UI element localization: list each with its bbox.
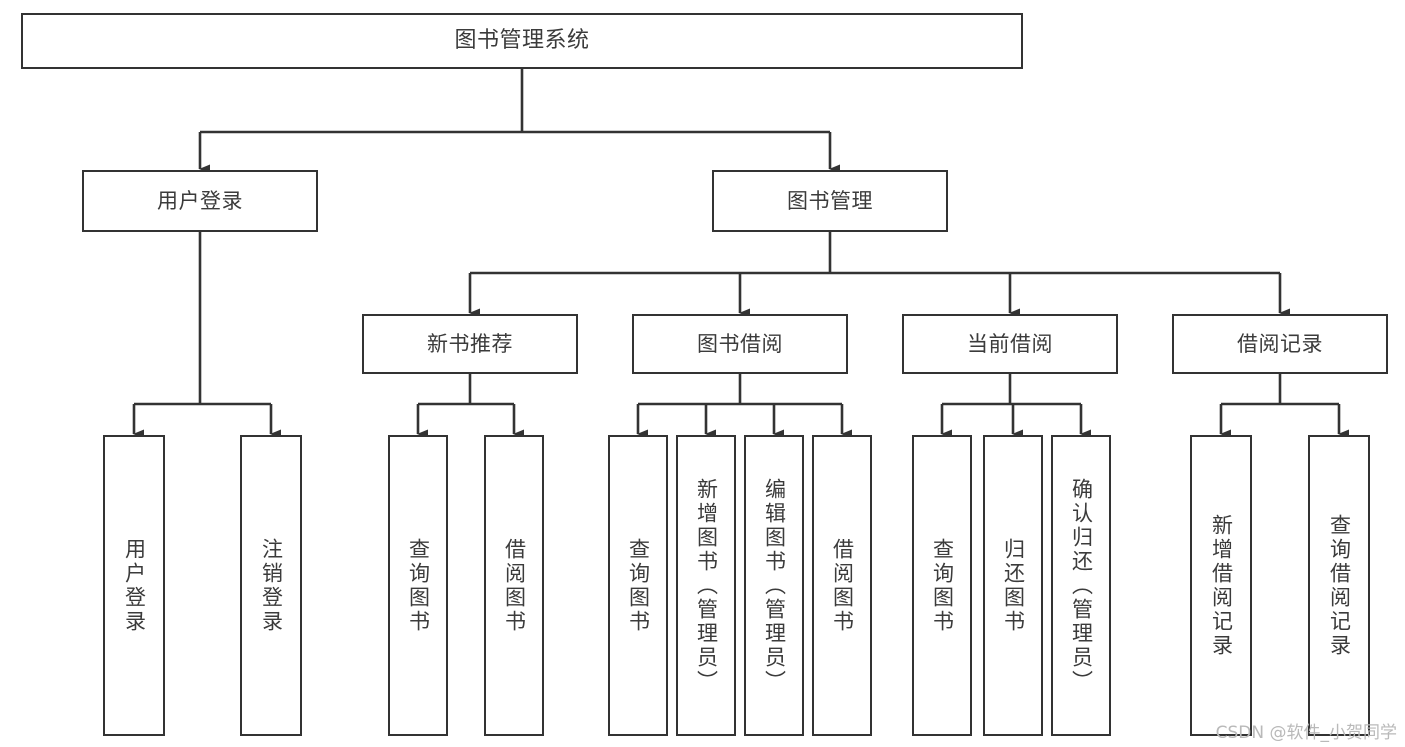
node-box-borrow[interactable]: 图书借阅	[632, 314, 848, 374]
node-label-bookmgmt: 图书管理	[787, 188, 873, 213]
node-label-current: 当前借阅	[967, 331, 1053, 356]
node-box-leaf-3-4[interactable]: 借阅图书	[812, 435, 872, 736]
node-box-bookmgmt[interactable]: 图书管理	[712, 170, 948, 232]
node-label-leaf-3-3: 编辑图书（管理员）	[762, 477, 787, 694]
node-label-login: 用户登录	[157, 188, 243, 213]
node-box-root[interactable]: 图书管理系统	[21, 13, 1023, 69]
node-box-leaf-5-1[interactable]: 新增借阅记录	[1190, 435, 1252, 736]
node-box-current[interactable]: 当前借阅	[902, 314, 1118, 374]
node-label-leaf-3-4: 借阅图书	[830, 537, 855, 634]
node-label-root: 图书管理系统	[454, 28, 590, 54]
node-box-leaf-5-2[interactable]: 查询借阅记录	[1308, 435, 1370, 736]
node-box-leaf-3-2[interactable]: 新增图书（管理员）	[676, 435, 736, 736]
node-box-login[interactable]: 用户登录	[82, 170, 318, 232]
node-label-leaf-4-1: 查询图书	[930, 537, 955, 634]
node-label-records: 借阅记录	[1237, 331, 1323, 356]
node-box-leaf-2-2[interactable]: 借阅图书	[484, 435, 544, 736]
node-box-records[interactable]: 借阅记录	[1172, 314, 1388, 374]
node-label-leaf-5-1: 新增借阅记录	[1209, 513, 1234, 658]
node-label-leaf-4-2: 归还图书	[1001, 537, 1026, 634]
node-box-leaf-4-3[interactable]: 确认归还（管理员）	[1051, 435, 1111, 736]
node-label-leaf-1-2: 注销登录	[259, 537, 284, 634]
node-box-leaf-3-3[interactable]: 编辑图书（管理员）	[744, 435, 804, 736]
node-label-borrow: 图书借阅	[697, 331, 783, 356]
node-label-leaf-5-2: 查询借阅记录	[1327, 513, 1352, 658]
node-box-leaf-4-2[interactable]: 归还图书	[983, 435, 1043, 736]
node-label-leaf-3-1: 查询图书	[626, 537, 651, 634]
node-label-leaf-2-2: 借阅图书	[502, 537, 527, 634]
node-label-leaf-4-3: 确认归还（管理员）	[1069, 477, 1094, 694]
node-label-leaf-1-1: 用户登录	[122, 537, 147, 634]
node-box-leaf-1-2[interactable]: 注销登录	[240, 435, 302, 736]
node-box-leaf-2-1[interactable]: 查询图书	[388, 435, 448, 736]
node-label-leaf-2-1: 查询图书	[406, 537, 431, 634]
node-label-leaf-3-2: 新增图书（管理员）	[694, 477, 719, 694]
node-box-leaf-4-1[interactable]: 查询图书	[912, 435, 972, 736]
node-box-leaf-1-1[interactable]: 用户登录	[103, 435, 165, 736]
node-box-newrec[interactable]: 新书推荐	[362, 314, 578, 374]
node-box-leaf-3-1[interactable]: 查询图书	[608, 435, 668, 736]
node-label-newrec: 新书推荐	[427, 331, 513, 356]
